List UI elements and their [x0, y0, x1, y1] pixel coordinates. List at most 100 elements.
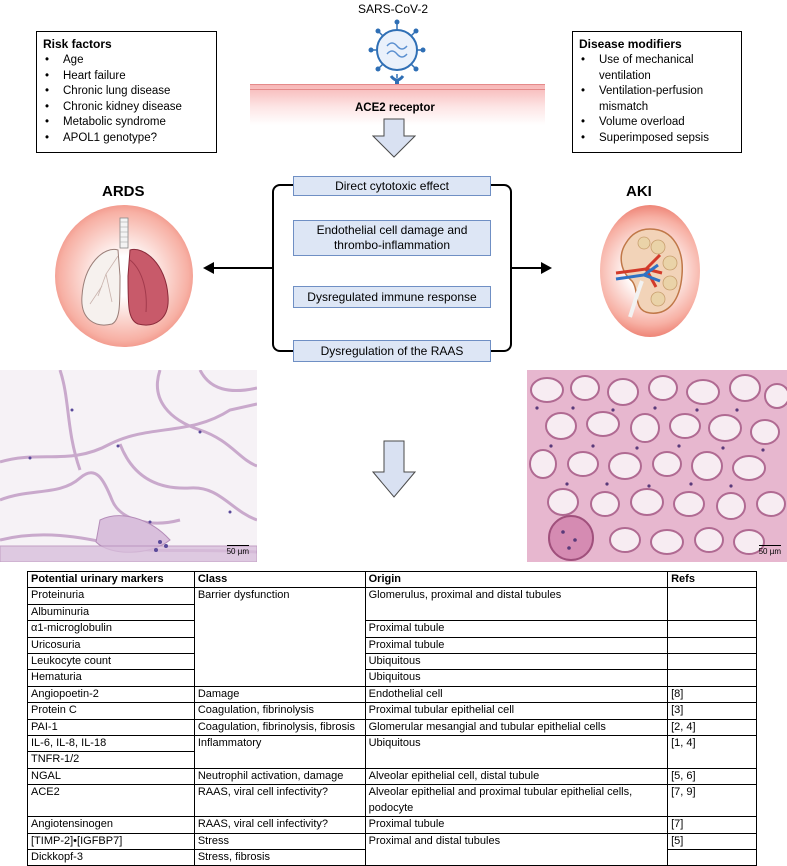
- list-item: Superimposed sepsis: [579, 131, 735, 147]
- marker-cell: Dickkopf-3: [27, 848, 195, 866]
- down-arrow-icon: [372, 440, 416, 498]
- disease-modifiers-title: Disease modifiers: [579, 37, 682, 51]
- class-cell: RAAS, viral cell infectivity?: [193, 816, 366, 834]
- scale-bar-label: 50 µm: [758, 545, 781, 556]
- table-row: Hematuria Ubiquitous: [27, 669, 757, 687]
- refs-cell: [667, 620, 757, 638]
- marker-cell: Angiotensinogen: [27, 816, 195, 834]
- origin-cell: Proximal tubular epithelial cell: [364, 702, 669, 720]
- origin-cell: Proximal and distal tubules: [364, 832, 669, 866]
- scale-bar-label: 50 µm: [226, 545, 249, 556]
- list-item: APOL1 genotype?: [43, 131, 210, 147]
- marker-cell: Uricosuria: [27, 636, 195, 655]
- mechanism-box: Dysregulation of the RAAS: [293, 340, 491, 362]
- refs-cell: [5, 6]: [667, 767, 757, 786]
- refs-cell: [2, 4]: [667, 718, 757, 737]
- column-header: Origin: [364, 570, 669, 589]
- origin-cell: Glomerular mesangial and tubular epithel…: [364, 718, 669, 737]
- marker-cell: [TIMP-2]•[IGFBP7]: [27, 832, 195, 850]
- refs-cell: [3]: [667, 702, 757, 720]
- marker-cell: TNFR-1/2: [27, 751, 195, 769]
- marker-cell: Protein C: [27, 702, 195, 720]
- cell-membrane: [250, 84, 545, 125]
- origin-cell: Glomerulus, proximal and distal tubules: [364, 587, 669, 622]
- list-item: Heart failure: [43, 69, 210, 85]
- marker-cell: α1-microglobulin: [27, 620, 195, 638]
- list-item: Chronic lung disease: [43, 84, 210, 100]
- origin-cell: Ubiquitous: [364, 669, 669, 687]
- table-header-row: Potential urinary markers Class Origin R…: [27, 570, 757, 589]
- kidney-icon: [615, 228, 683, 318]
- class-cell: Inflammatory: [193, 735, 366, 769]
- refs-cell: [667, 848, 757, 866]
- table-row: Dickkopf-3 Stress, fibrosis: [27, 848, 757, 866]
- virus-label: SARS-CoV-2: [358, 2, 429, 16]
- table-row: Uricosuria Proximal tubule: [27, 636, 757, 655]
- marker-cell: NGAL: [27, 767, 195, 786]
- refs-cell: [667, 636, 757, 655]
- origin-cell: Ubiquitous: [364, 653, 669, 671]
- mechanism-box: Dysregulated immune response: [293, 286, 491, 308]
- down-arrow-icon: [372, 118, 416, 158]
- marker-cell: Proteinuria: [27, 587, 195, 605]
- class-cell: Coagulation, fibrinolysis: [193, 702, 366, 720]
- list-item: Volume overload: [579, 115, 735, 131]
- mechanism-bracket-left: [272, 184, 294, 352]
- ards-label: ARDS: [102, 183, 145, 200]
- lung-histology-image: 50 µm: [0, 370, 257, 562]
- table-row: [TIMP-2]•[IGFBP7] Stress Proximal and di…: [27, 832, 757, 866]
- mechanism-box: Endothelial cell damage and thrombo-infl…: [293, 220, 491, 256]
- table-row: IL-6, IL-8, IL-18 Inflammatory Ubiquitou…: [27, 735, 757, 769]
- marker-cell: Albuminuria: [27, 603, 195, 622]
- list-item: Ventilation-perfusion mismatch: [579, 84, 735, 115]
- origin-cell: Proximal tubule: [364, 620, 669, 638]
- marker-cell: IL-6, IL-8, IL-18: [27, 735, 195, 753]
- refs-cell: [667, 653, 757, 671]
- origin-cell: Alveolar epithelial and proximal tubular…: [364, 784, 669, 818]
- refs-cell: [5]: [667, 832, 757, 850]
- origin-cell: Ubiquitous: [364, 735, 669, 769]
- origin-cell: Alveolar epithelial cell, distal tubule: [364, 767, 669, 786]
- origin-cell: Proximal tubule: [364, 816, 669, 834]
- risk-factors-title: Risk factors: [43, 37, 112, 51]
- column-header: Refs: [667, 570, 757, 589]
- list-item: Metabolic syndrome: [43, 115, 210, 131]
- class-cell: Neutrophil activation, damage: [193, 767, 366, 786]
- class-cell: Stress, fibrosis: [193, 848, 366, 866]
- refs-cell: [667, 587, 757, 622]
- marker-cell: PAI-1: [27, 718, 195, 737]
- class-cell: RAAS, viral cell infectivity?: [193, 784, 366, 818]
- receptor-label: ACE2 receptor: [355, 102, 435, 114]
- aki-label: AKI: [626, 183, 652, 200]
- origin-cell: Endothelial cell: [364, 685, 669, 704]
- list-item: Chronic kidney disease: [43, 100, 210, 116]
- disease-modifiers-box: Disease modifiers Use of mechanical vent…: [572, 31, 742, 153]
- table-row: PAI-1 Coagulation, fibrinolysis, fibrosi…: [27, 718, 757, 737]
- list-item: Age: [43, 53, 210, 69]
- marker-cell: Hematuria: [27, 669, 195, 687]
- table-row: ACE2 RAAS, viral cell infectivity? Alveo…: [27, 784, 757, 818]
- refs-cell: [667, 669, 757, 687]
- refs-cell: [7, 9]: [667, 784, 757, 818]
- table-row: Angiopoetin-2 Damage Endothelial cell [8…: [27, 685, 757, 704]
- marker-cell: ACE2: [27, 784, 195, 818]
- table-row: NGAL Neutrophil activation, damage Alveo…: [27, 767, 757, 786]
- table-row: Proteinuria Barrier dysfunction Glomerul…: [27, 587, 757, 687]
- right-arrow-icon: [512, 262, 552, 274]
- mechanism-box: Direct cytotoxic effect: [293, 176, 491, 196]
- table-row: Protein C Coagulation, fibrinolysis Prox…: [27, 702, 757, 720]
- refs-cell: [1, 4]: [667, 735, 757, 769]
- class-cell: Stress: [193, 832, 366, 850]
- refs-cell: [8]: [667, 685, 757, 704]
- virus-icon: [368, 19, 426, 90]
- class-cell: Damage: [193, 685, 366, 704]
- column-header: Potential urinary markers: [27, 570, 195, 589]
- table-row: α1-microglobulin Proximal tubule: [27, 620, 757, 638]
- class-cell: Coagulation, fibrinolysis, fibrosis: [193, 718, 366, 737]
- urinary-markers-table: Potential urinary markers Class Origin R…: [27, 570, 757, 866]
- column-header: Class: [193, 570, 366, 589]
- origin-cell: Proximal tubule: [364, 636, 669, 655]
- marker-cell: Leukocyte count: [27, 653, 195, 671]
- class-cell: Barrier dysfunction: [193, 587, 366, 687]
- refs-cell: [7]: [667, 816, 757, 834]
